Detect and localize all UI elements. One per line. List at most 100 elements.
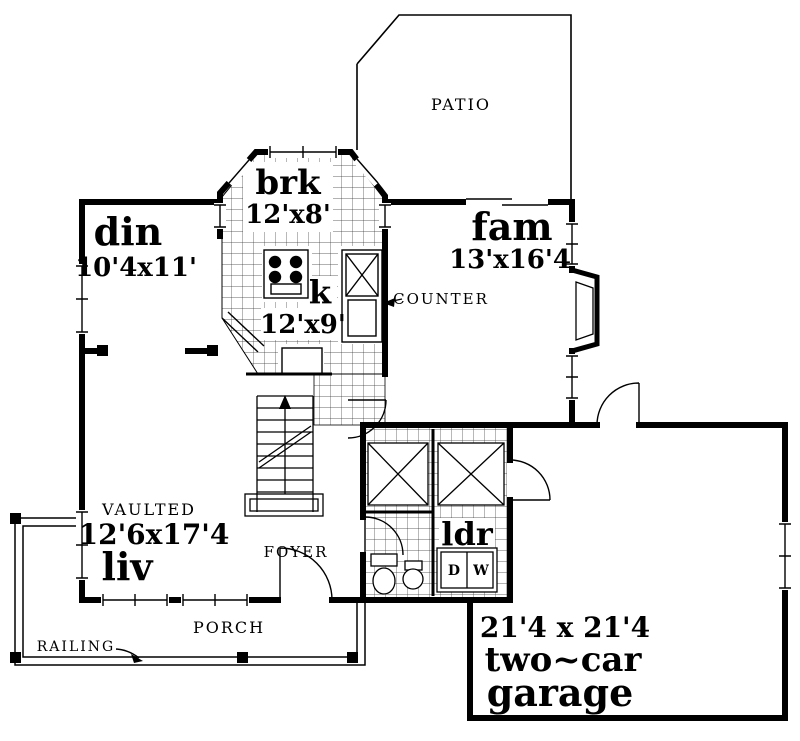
window-glass: [269, 146, 337, 158]
kitchen-corner-counter: [221, 311, 265, 353]
window-breakfast-top: [268, 146, 338, 158]
window-glass: [356, 158, 379, 184]
window-glass: [182, 594, 248, 606]
closet-cross: [367, 442, 429, 506]
knockout: [439, 518, 495, 550]
burner: [289, 255, 303, 269]
wall-end-posts: [97, 345, 218, 356]
knockout: [278, 344, 324, 374]
garage-service-door: [596, 382, 640, 426]
bath-laundry-fixtures: [367, 442, 505, 595]
doors: [279, 382, 640, 601]
counter-label: COUNTER: [393, 290, 489, 308]
window-glass: [214, 204, 226, 228]
window-breakfast-side-left: [214, 203, 226, 229]
porch-post: [347, 652, 358, 663]
porch-rail-inner: [22, 525, 358, 658]
window-glass: [379, 204, 391, 228]
knockout: [261, 308, 345, 340]
dishwasher: [347, 299, 377, 337]
window-glass: [102, 594, 168, 606]
wall-garage-bottom-left: [467, 597, 788, 721]
window-breakfast-side-right: [379, 203, 391, 229]
porch-post: [237, 652, 248, 663]
window-dining-left: [76, 264, 88, 334]
burner: [268, 270, 282, 284]
porch-outline: [10, 513, 366, 666]
railing-arrow-head: [131, 654, 143, 663]
washer-label: W: [472, 563, 489, 579]
closet-right: [437, 442, 505, 506]
kitchen-fixtures: [263, 249, 383, 375]
dining-label: din: [94, 209, 163, 254]
living-dims: 12'6x17'4: [79, 518, 230, 551]
counter-run: [341, 249, 383, 343]
toilet: [370, 553, 398, 595]
stove-oven: [270, 283, 302, 295]
porch-rail-outer: [14, 517, 366, 666]
laundry-garage-door: [509, 459, 551, 501]
patio-label: PATIO: [431, 95, 491, 114]
window-glass: [76, 265, 88, 333]
window-family-right-upper: [566, 222, 578, 266]
wall-fireplace: [568, 266, 600, 355]
hall-door: [347, 399, 387, 439]
window-living-left: [76, 510, 88, 580]
sink-counter: [341, 249, 383, 343]
stair-direction-arrow: [279, 395, 291, 409]
patio-sliding-door: [466, 196, 548, 208]
stair-landing-inner: [249, 498, 319, 512]
window-garage-right: [779, 522, 791, 590]
family-dims: 13'x16'4: [449, 245, 571, 275]
island-appliance: [281, 347, 323, 375]
sliding-door-panels: [466, 198, 548, 206]
stair-break-line: [258, 425, 312, 469]
washer-dryer: [436, 547, 498, 593]
closet-cross: [437, 442, 505, 506]
living-label: liv: [102, 544, 155, 589]
bath-sink: [402, 560, 424, 590]
window-living-front-2: [181, 594, 249, 606]
family-label: fam: [471, 204, 552, 249]
window-living-front-1: [101, 594, 169, 606]
garage-dims: 21'4 x 21'4: [480, 611, 650, 644]
porch-post: [10, 652, 21, 663]
laundry-label: ldr: [441, 515, 494, 553]
stove: [263, 249, 309, 299]
firebox: [575, 281, 594, 341]
living-note: VAULTED: [101, 500, 196, 519]
stove-body: [263, 249, 309, 299]
front-door: [279, 547, 333, 601]
window-glass: [76, 511, 88, 579]
porch-post: [10, 513, 21, 524]
sink-bowl: [402, 568, 424, 590]
porch-label: PORCH: [193, 618, 265, 637]
window-breakfast-chamfer-right: [353, 155, 382, 187]
windows: [76, 146, 791, 606]
counter-arrow-head: [383, 298, 395, 307]
dining-dims: 10'4x11': [75, 253, 197, 283]
garage-label: garage: [487, 670, 634, 715]
toilet-tank: [370, 553, 398, 567]
wall-post: [97, 345, 108, 356]
labels: PATIO brk 12'x8' din 10'4x11' fam 13'x16…: [37, 95, 650, 715]
patio-outline: [356, 14, 572, 200]
window-glass: [566, 223, 578, 265]
burner: [268, 255, 282, 269]
breakfast-dims: 12'x8': [245, 200, 331, 230]
stair-landing-outer: [244, 493, 324, 517]
wall-post: [207, 345, 218, 356]
counter-edge: [221, 311, 265, 353]
knockout: [243, 162, 333, 232]
railing-label-bg: [38, 637, 116, 655]
closet-left: [367, 442, 429, 506]
kitchen-dims: 12'x9': [260, 310, 346, 340]
railing-label: RAILING: [37, 639, 115, 655]
window-breakfast-chamfer-left: [225, 156, 253, 187]
garage-type: two~car: [485, 640, 643, 680]
wall-bath-divider: [363, 429, 435, 596]
kitchen-label: k: [309, 273, 332, 311]
fireplace-firebox: [575, 281, 594, 341]
bath-door: [364, 516, 404, 556]
